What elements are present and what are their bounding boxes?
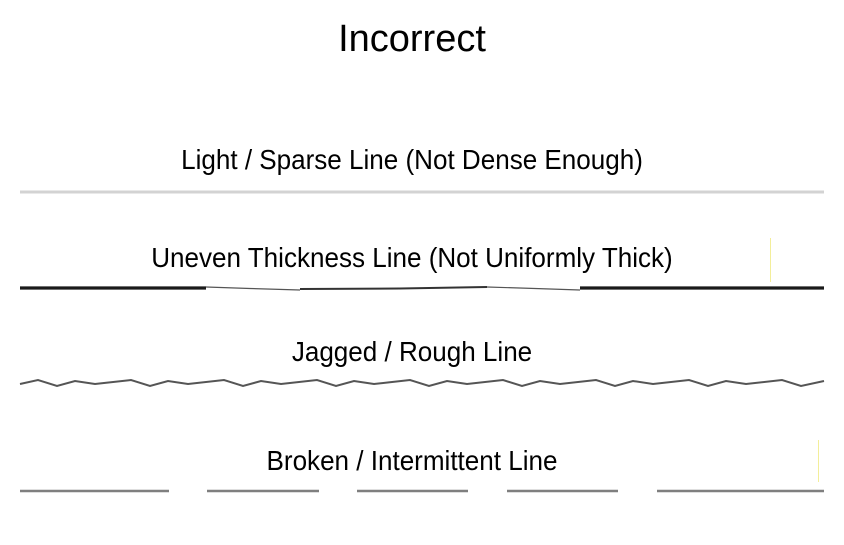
jagged-line-example	[19, 378, 825, 388]
uneven-line-label: Uneven Thickness Line (Not Uniformly Thi…	[151, 242, 673, 273]
light-line-label: Light / Sparse Line (Not Dense Enough)	[181, 144, 643, 175]
page-title: Incorrect	[338, 18, 486, 60]
uneven-line-example	[20, 286, 824, 291]
jagged-line-label: Jagged / Rough Line	[291, 336, 533, 367]
artifact-mark	[818, 440, 819, 482]
broken-line-label: Broken / Intermittent Line	[266, 445, 558, 476]
artifact-mark	[770, 238, 771, 282]
